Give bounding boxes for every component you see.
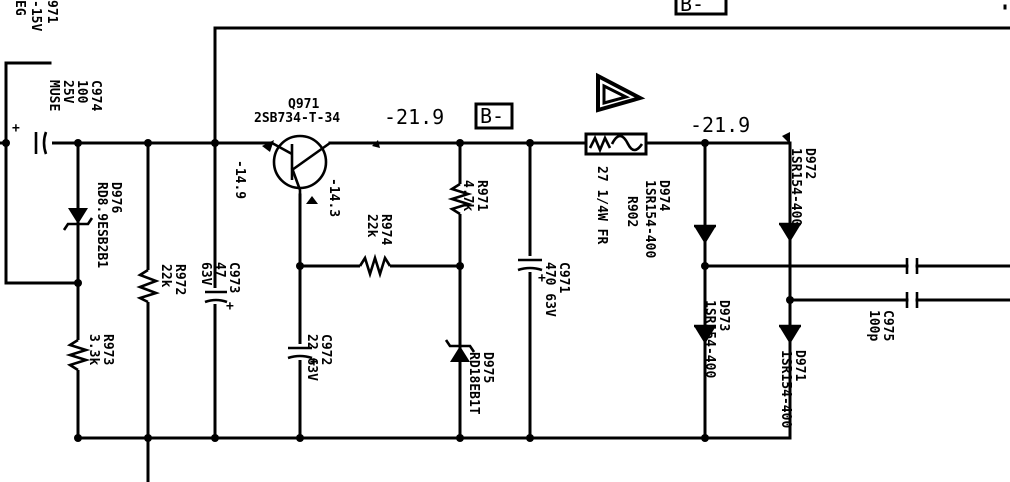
d976-ref: D976 [108, 182, 123, 213]
d976-zener-diode: D976 RD8.9ESB2B1 [62, 182, 123, 268]
q971-voltage-base: -14.3 [326, 178, 341, 217]
c971-value: 470 63V [542, 262, 557, 317]
c973-ref: C973 [226, 262, 241, 293]
q971-part: 2SB734-T-34 [254, 111, 340, 126]
d972-diode: D972 1SR154-400 [779, 148, 817, 242]
c971-ref: C971 [556, 262, 571, 293]
r972-resistor: R972 22k [136, 264, 187, 304]
junctions [2, 139, 794, 442]
top-connector-box: B- [674, 0, 728, 16]
d972-part: 1SR154-400 [788, 148, 803, 226]
node-voltage: -21.9 [384, 105, 444, 129]
d975-ref: D975 [480, 352, 495, 383]
d973-diode: D973 1SR154-400 [694, 300, 731, 378]
warning-triangle-icon [596, 72, 646, 113]
d971-part: 1SR154-400 [778, 350, 793, 428]
edge-labels: 971 -15V EG [12, 0, 59, 31]
r902-ref: R902 [624, 196, 639, 227]
d975-zener-diode: D975 RD18EB1T [444, 339, 495, 415]
r971-resistor: R971 4.7k [447, 180, 489, 216]
c973-voltage: 63V [198, 262, 213, 286]
c973-value: 47 [212, 262, 227, 278]
c974-capacitor: + C974 100 25V MUSE [12, 80, 103, 155]
edge-label-3: EG [12, 0, 27, 16]
top-box-label: B- [680, 0, 704, 16]
svg-text:+: + [226, 299, 234, 314]
q971-voltage-left: -14.9 [232, 160, 247, 199]
d974-diode: D974 1SR154-400 [642, 180, 716, 258]
r971-value: 4.7k [460, 180, 475, 211]
r974-value: 22k [364, 214, 379, 238]
c972-ref: C972 [318, 334, 333, 365]
node-voltage-right: -21.9 [690, 113, 790, 144]
r974-ref: R974 [378, 214, 393, 245]
svg-text:+: + [538, 271, 546, 286]
d974-ref: D974 [656, 180, 671, 211]
c974-voltage: 25V [60, 80, 75, 104]
d973-part: 1SR154-400 [702, 300, 717, 378]
edge-label-2: -15V [28, 0, 43, 31]
c972-value: 22 63V [304, 334, 319, 381]
c974-type: MUSE [46, 80, 61, 111]
d972-ref: D972 [802, 148, 817, 179]
edge-label-1: 971 [44, 0, 59, 24]
r972-value: 22k [158, 264, 173, 288]
svg-text:+: + [310, 355, 318, 370]
q971-transistor: Q971 2SB734-T-34 -14.9 -14.3 [232, 97, 341, 217]
c972-capacitor: + C972 22 63V [287, 334, 333, 381]
r902-fusible-resistor: 27 1/4W FR R902 [584, 132, 648, 244]
d976-part: RD8.9ESB2B1 [94, 182, 109, 268]
c975-capacitor: C975 100p [866, 258, 926, 341]
c973-capacitor: + C973 47 63V [198, 262, 241, 314]
d975-part: RD18EB1T [466, 352, 481, 415]
c974-ref: C974 [88, 80, 103, 111]
r973-resistor: R973 3.3k [65, 334, 115, 372]
svg-text:+: + [12, 121, 20, 136]
r974-resistor: R974 22k [358, 214, 393, 279]
node-voltage-top: -21.9 B- [372, 102, 514, 148]
d973-ref: D973 [716, 300, 731, 331]
c974-value: 100 [74, 80, 89, 104]
d971-ref: D971 [792, 350, 807, 381]
node-box-label: B- [480, 104, 504, 128]
wires [0, 4, 1010, 482]
right-voltage: -21.9 [690, 113, 750, 137]
r973-value: 3.3k [86, 334, 101, 365]
c975-value: 100p [866, 310, 881, 341]
c975-ref: C975 [880, 310, 895, 341]
c971-capacitor: + C971 470 63V [517, 256, 571, 317]
r972-ref: R972 [172, 264, 187, 295]
r971-ref: R971 [474, 180, 489, 211]
d974-part: 1SR154-400 [642, 180, 657, 258]
r973-ref: R973 [100, 334, 115, 365]
r902-value: 27 1/4W FR [594, 166, 609, 244]
q971-ref: Q971 [288, 97, 319, 112]
d971-diode: D971 1SR154-400 [778, 324, 807, 428]
